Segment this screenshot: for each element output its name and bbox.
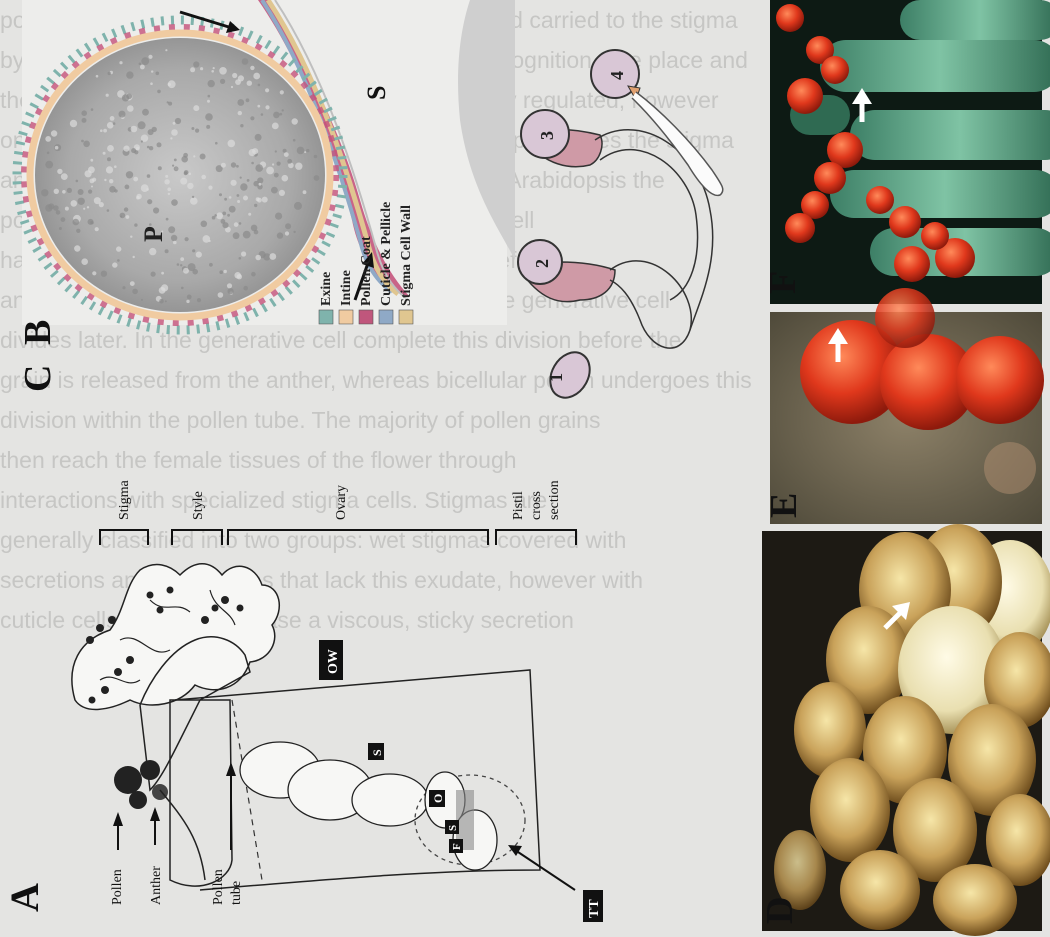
panel-b: P S Exine Intine Pollen Coat Cuticle & Pell… xyxy=(17,0,515,345)
legend-label: Pollen Coat xyxy=(359,236,374,306)
stage-number-1: 1 xyxy=(546,373,566,382)
grain-e-3 xyxy=(956,336,1044,424)
stage-4: 4 xyxy=(591,50,723,195)
label-style: Style xyxy=(191,491,206,520)
legend-label: Cuticle & Pellicle xyxy=(379,202,394,306)
panel-e: E xyxy=(763,288,1044,524)
legend-swatch xyxy=(339,310,353,324)
label-pistil-line1: Pistil xyxy=(511,491,526,520)
stage-number-4: 4 xyxy=(607,71,627,80)
bracket-stigma xyxy=(100,530,148,545)
label-pollen-tube-line1: Pollen xyxy=(211,869,226,905)
label-pistil-line3: section xyxy=(547,480,562,520)
legend-swatch xyxy=(379,310,393,324)
bracket-ovary xyxy=(228,530,488,545)
label-stigma: Stigma xyxy=(117,480,132,520)
legend-label: Intine xyxy=(339,270,354,306)
label-pollen: Pollen xyxy=(110,869,125,905)
label-o: O xyxy=(431,794,445,803)
label-tt: TT xyxy=(587,899,602,918)
legend-label: Stigma Cell Wall xyxy=(399,205,414,306)
panel-letter-b: B xyxy=(17,320,59,345)
ovule-3 xyxy=(352,774,428,826)
label-p: P xyxy=(139,226,168,242)
panel-letter-f: F xyxy=(762,271,804,294)
panel-letter-e: E xyxy=(763,493,805,518)
label-s-cross: S xyxy=(447,825,459,831)
bracket-pistil-cross-section xyxy=(496,530,576,545)
legend-swatch xyxy=(399,310,413,324)
panel-d: D xyxy=(759,524,1050,936)
bracket-style xyxy=(172,530,222,545)
label-pollen-tube-line2: tube xyxy=(229,881,244,905)
stage-2: 2 xyxy=(518,240,691,348)
panel-f: F xyxy=(762,0,1050,304)
label-f: F xyxy=(451,843,463,850)
label-s-stigma: S xyxy=(362,86,391,100)
label-pistil-line2: cross xyxy=(529,491,544,520)
panel-a: A Pollen Anth xyxy=(2,480,603,922)
panel-letter-d: D xyxy=(759,897,801,924)
pollen-tube-long xyxy=(632,92,723,195)
pollen-tube-short xyxy=(610,261,691,348)
label-ow: OW xyxy=(326,649,341,674)
panel-letter-a: A xyxy=(2,883,47,912)
label-s-septum: S xyxy=(370,749,384,756)
legend-label: Exine xyxy=(319,272,334,306)
pollen-cytoplasm xyxy=(35,38,325,312)
stage-number-2: 2 xyxy=(532,259,552,268)
label-ovary: Ovary xyxy=(334,485,349,520)
legend-swatch xyxy=(359,310,373,324)
stage-1: 1 xyxy=(542,345,597,405)
label-anther: Anther xyxy=(149,866,164,905)
legend-swatch xyxy=(319,310,333,324)
panel-letter-c: C xyxy=(17,365,59,392)
region-brackets: Stigma Style Ovary Pistil cross section xyxy=(100,480,576,545)
stage-number-3: 3 xyxy=(537,131,557,140)
